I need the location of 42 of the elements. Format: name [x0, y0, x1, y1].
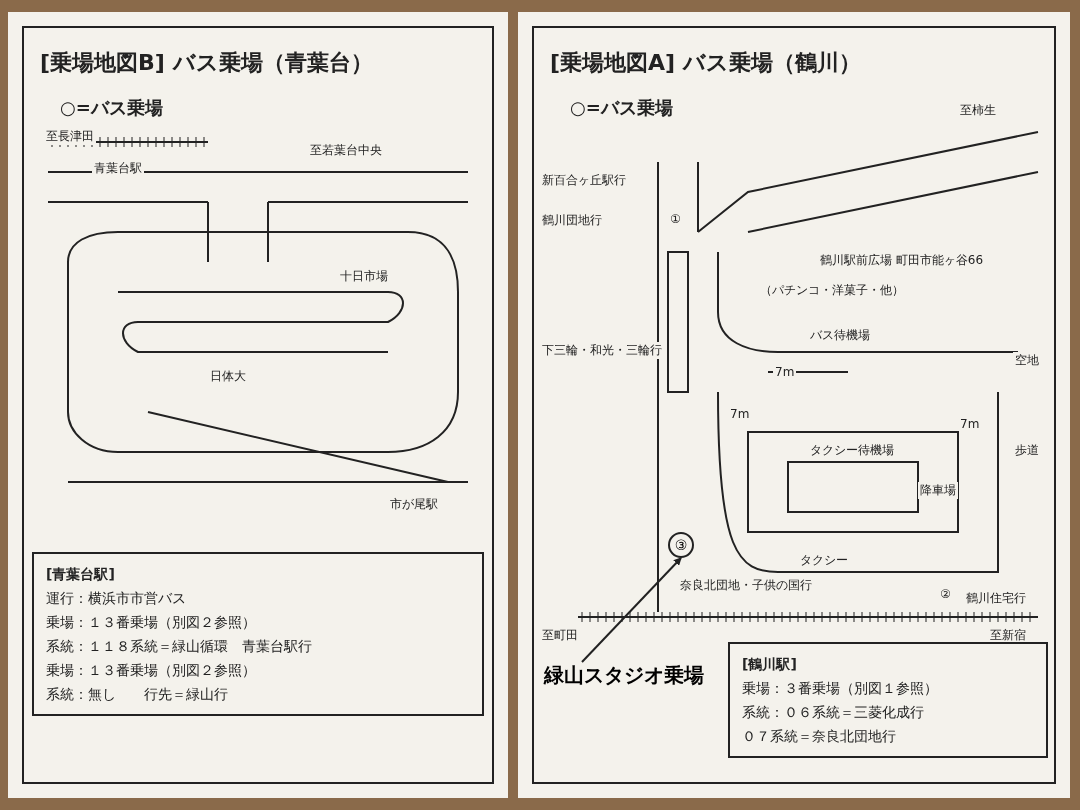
bus-stop-circle: ③ [668, 532, 694, 558]
map-label: 市が尾駅 [388, 496, 440, 513]
info-line: 乗場：１３番乗場（別図２参照） [46, 661, 257, 680]
info-line: 運行：横浜市市営バス [46, 589, 187, 608]
leader-arrow [581, 557, 682, 663]
map-label: 日体大 [208, 368, 248, 385]
map-label: バス待機場 [808, 327, 872, 344]
callout-text: 緑山スタジオ乗場 [542, 662, 706, 689]
map-label: 歩道 [1013, 442, 1041, 459]
map-label: 新百合ヶ丘駅行 [540, 172, 628, 189]
route-info-box [728, 642, 1048, 758]
info-line: 乗場：３番乗場（別図１参照） [742, 679, 939, 698]
map-label: 鶴川団地行 [540, 212, 604, 229]
info-line: 乗場：１３番乗場（別図２参照） [46, 613, 257, 632]
map-label: 鶴川駅前広場 町田市能ヶ谷66 [818, 252, 986, 269]
map-label: ① [668, 212, 683, 226]
map-label: 7m [773, 365, 797, 379]
map-label: タクシー [798, 552, 850, 569]
map-label: 鶴川住宅行 [964, 590, 1028, 607]
map-label: ② [938, 587, 953, 601]
map-label: 下三輪・和光・三輪行 [540, 342, 664, 359]
map-label: 至長津田 [44, 128, 96, 145]
map-label: 奈良北団地・子供の国行 [678, 577, 814, 594]
info-heading: [鶴川駅] [742, 655, 798, 674]
map-label: 至柿生 [958, 102, 998, 119]
map-label: タクシー待機場 [808, 442, 896, 459]
route-info-box [32, 552, 484, 716]
map-label: 降車場 [918, 482, 958, 499]
map-label: 至若葉台中央 [308, 142, 384, 159]
map-label: 7m [728, 407, 752, 421]
info-line: 系統：無し 行先＝緑山行 [46, 685, 229, 704]
info-line: 系統：１１８系統＝緑山循環 青葉台駅行 [46, 637, 313, 656]
info-line: 系統：０６系統＝三菱化成行 [742, 703, 925, 722]
map-label: 空地 [1013, 352, 1041, 369]
map-label: 青葉台駅 [92, 160, 144, 177]
map-label: 7m [958, 417, 982, 431]
info-line: ０７系統＝奈良北団地行 [742, 727, 897, 746]
map-label: 十日市場 [338, 268, 390, 285]
legend-note: ○=バス乗場 [58, 96, 165, 120]
legend-note: ○=バス乗場 [568, 96, 675, 120]
info-heading: [青葉台駅] [46, 565, 116, 584]
map-label: 至町田 [540, 627, 580, 644]
